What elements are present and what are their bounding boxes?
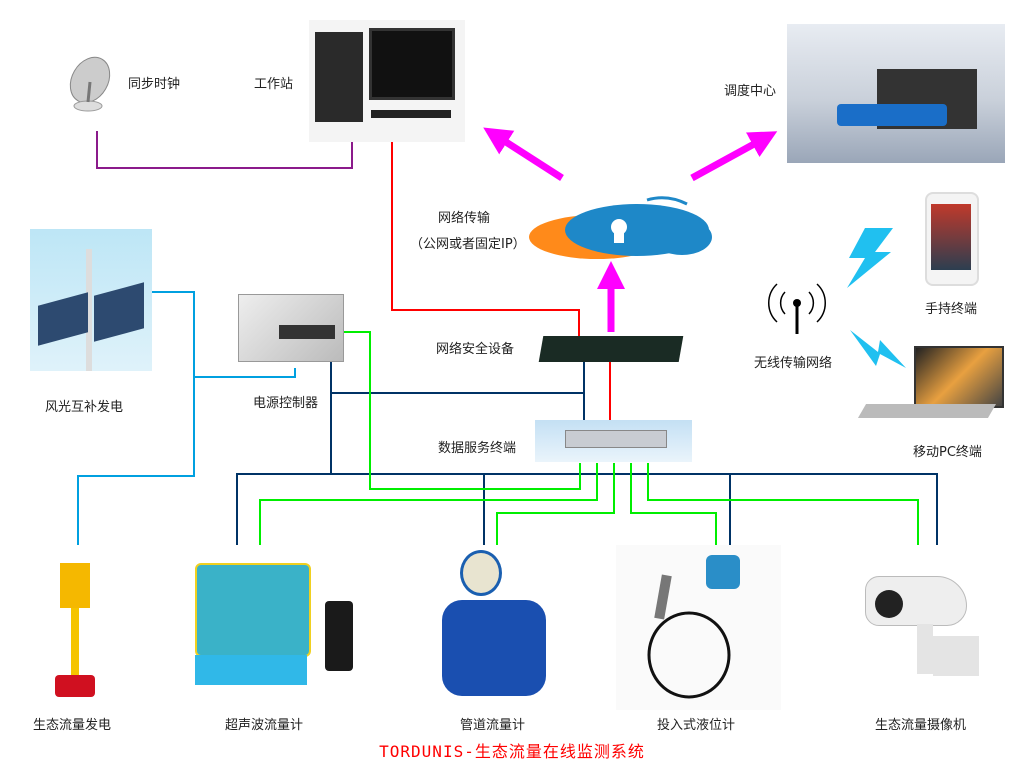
desktop-computer-icon [309, 20, 465, 142]
handheld-label: 手持终端 [925, 302, 978, 317]
data-server-label: 数据服务终端 [438, 441, 517, 456]
mobile-pc-label: 移动PC终端 [913, 445, 982, 460]
power-supply-icon [238, 294, 344, 362]
control-room-icon [787, 24, 1005, 163]
antenna-icon [765, 278, 829, 334]
ultrasonic-meter-icon [195, 563, 353, 703]
level-sensor-icon [616, 545, 781, 710]
arrow-to-workstation [483, 127, 564, 181]
firewall-icon [538, 336, 684, 362]
ultrasonic-label: 超声波流量计 [225, 718, 304, 733]
wind-generator-line [77, 377, 195, 545]
laptop-icon [857, 346, 1004, 420]
workstation-security-line [391, 142, 580, 336]
level-meter-label: 投入式液位计 [657, 718, 736, 733]
dispatch-center-label: 调度中心 [724, 84, 777, 99]
sync-clock-line [96, 131, 353, 169]
security-device-label: 网络安全设备 [436, 342, 515, 357]
arrow-to-dispatch [690, 131, 778, 182]
bus-main [236, 473, 938, 545]
sync-clock-label: 同步时钟 [128, 77, 181, 92]
network-sublabel: （公网或者固定IP） [410, 237, 526, 252]
eco-generator-label: 生态流量发电 [33, 718, 112, 733]
signal-lines [259, 331, 919, 545]
workstation-label: 工作站 [254, 77, 294, 92]
satellite-dish-icon [62, 52, 114, 112]
wind-solar-icon [30, 229, 152, 371]
cloud-lock-icon [527, 192, 717, 262]
power-controller-label: 电源控制器 [253, 396, 319, 411]
pipe-meter-label: 管道流量计 [460, 718, 526, 733]
network-label: 网络传输 [438, 211, 491, 226]
lightning-icon [847, 228, 893, 288]
camera-label: 生态流量摄像机 [875, 718, 967, 733]
diagram-title: TORDUNIS-生态流量在线监测系统 [379, 742, 645, 761]
hydro-generator-icon [50, 563, 100, 698]
wind-solar-label: 风光互补发电 [45, 400, 124, 415]
lightning-icon [850, 330, 906, 368]
rack-server-icon [535, 420, 692, 462]
cctv-camera-icon [855, 570, 985, 700]
smartphone-icon [925, 192, 979, 286]
pipe-flowmeter-icon [440, 550, 550, 700]
wireless-label: 无线传输网络 [754, 356, 833, 371]
